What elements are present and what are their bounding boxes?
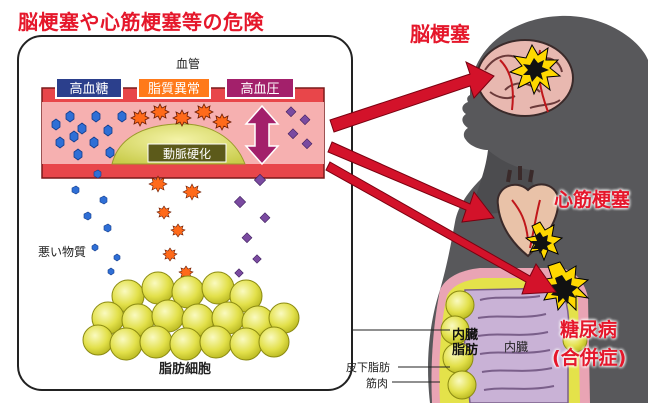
- callout-lines: [351, 300, 450, 383]
- page-title: 脳梗塞や心筋梗塞等の危険: [18, 10, 264, 34]
- risk-tag-glucose: 高血糖: [55, 77, 123, 99]
- pressure-particles: [285, 106, 313, 150]
- risk-tag-lipid-label: 脂質異常: [148, 82, 200, 97]
- pressure-arrow: [244, 104, 280, 166]
- fat-cell-cluster: [82, 271, 300, 361]
- fat-cell-label: 脂肪細胞: [158, 361, 211, 377]
- outcome-diabetes-label: 糖尿病: [560, 319, 618, 341]
- brain-illustration: [476, 39, 574, 117]
- plaque-tag: 動脈硬化: [147, 143, 227, 163]
- vessel-label: 血管: [176, 56, 200, 71]
- risk-tag-pressure: 高血圧: [225, 77, 295, 99]
- arrow-to-diabetes: [325, 161, 557, 295]
- subcutaneous-fat-label: 皮下脂肪: [346, 361, 390, 374]
- visceral-fat-label: 内臓 脂肪: [452, 328, 479, 358]
- plaque-label: 動脈硬化: [163, 147, 211, 161]
- risk-tag-pressure-label: 高血圧: [240, 81, 279, 97]
- blood-vessel: [41, 87, 325, 179]
- arrow-to-heart: [327, 141, 495, 223]
- arrow-to-brain: [329, 61, 495, 133]
- viscera-label: 内臓: [504, 340, 529, 354]
- heart-illustration: [496, 166, 564, 262]
- muscle-label: 筋肉: [366, 377, 388, 390]
- lipid-particles: [130, 103, 232, 131]
- outcome-diabetes-sublabel: (合併症): [552, 347, 627, 369]
- risk-tag-lipid: 脂質異常: [137, 77, 211, 99]
- falling-glucose: [71, 169, 129, 290]
- outcome-brain-label: 脳梗塞: [410, 22, 470, 46]
- bad-substance-label: 悪い物質: [38, 244, 86, 259]
- glucose-particles: [51, 110, 127, 161]
- risk-tag-glucose-label: 高血糖: [69, 81, 108, 97]
- outcome-heart-label: 心筋梗塞: [554, 189, 631, 211]
- abdomen-cutaway: [431, 261, 590, 403]
